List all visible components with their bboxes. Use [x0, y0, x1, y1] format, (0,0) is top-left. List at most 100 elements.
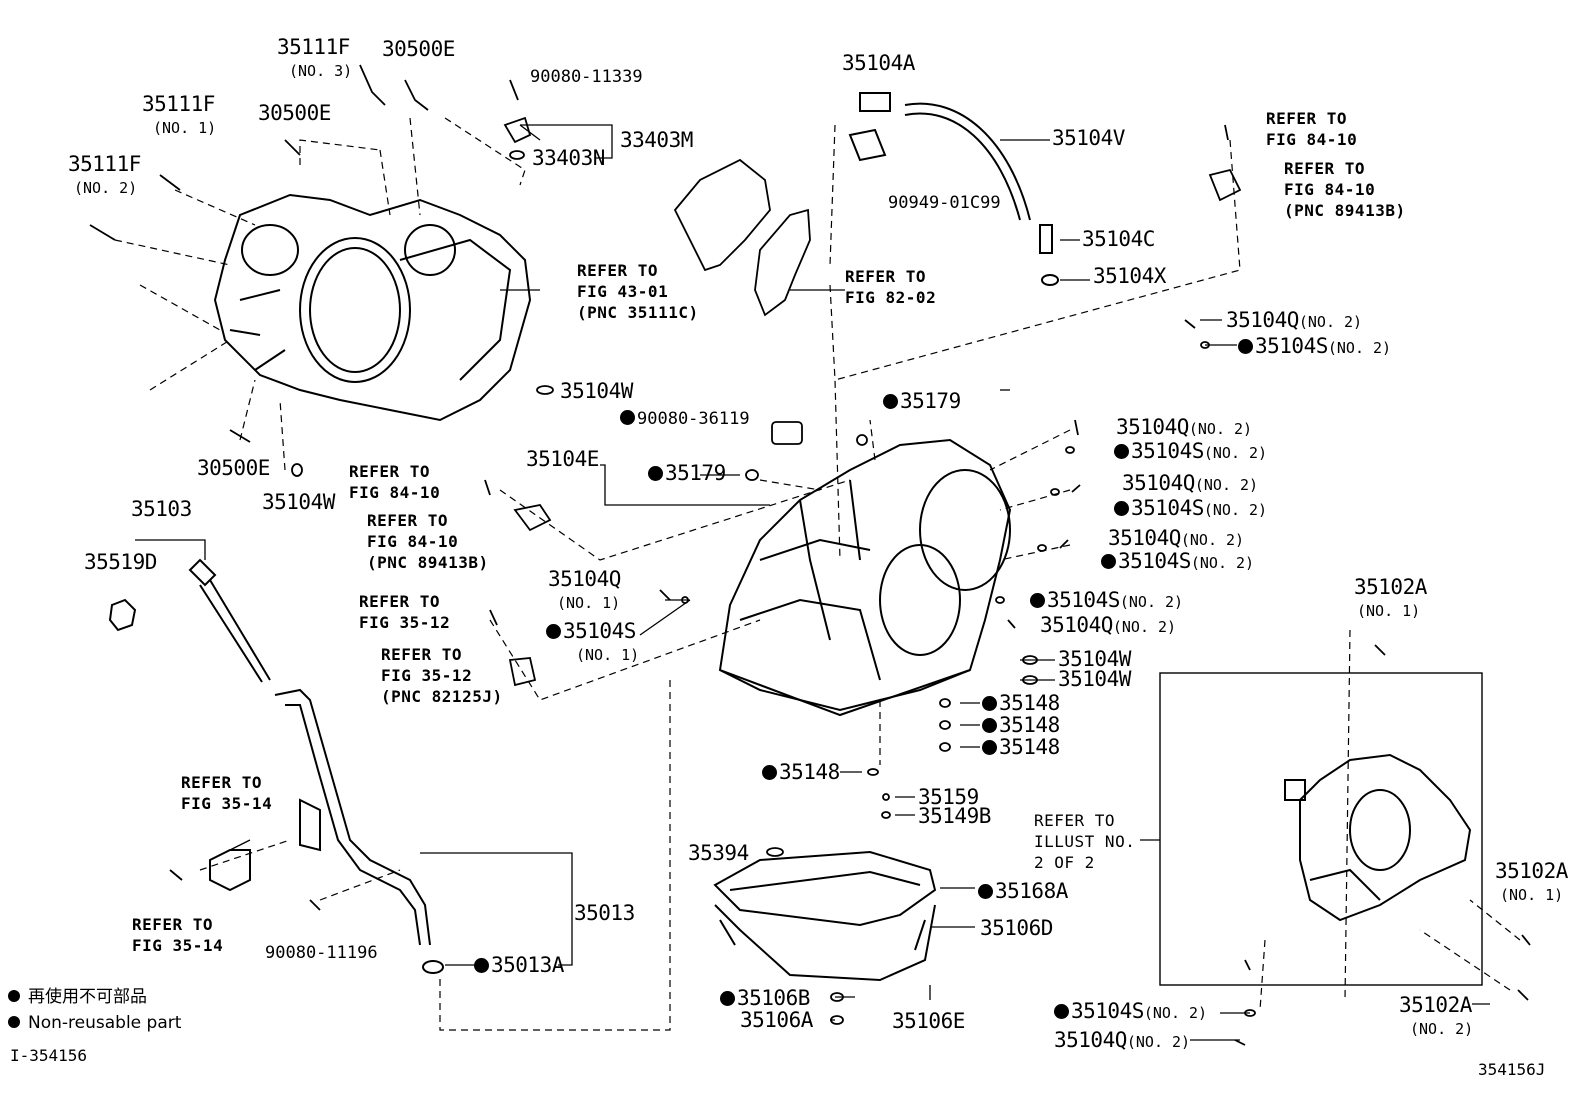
part-90080-36119: 90080-36119 — [620, 408, 750, 430]
part-number: 35104Q — [1040, 613, 1113, 637]
part-35104S-r5: 35104S(NO. 2) — [1030, 589, 1183, 613]
legend-row-english: Non-reusable part — [8, 1010, 181, 1036]
part-number: 90080-36119 — [637, 409, 750, 429]
part-90949-01C99: 90949-01C99 — [888, 193, 1001, 213]
part-35103: 35103 — [131, 497, 192, 521]
part-35148-a: 35148 — [982, 692, 1060, 714]
dipstick-assembly — [108, 558, 444, 974]
non-reusable-dot-icon — [1238, 339, 1253, 354]
part-35102A-no1-right-note: (NO. 1) — [1500, 886, 1564, 904]
part-number: 35148 — [999, 691, 1060, 715]
illustration-box — [1159, 672, 1483, 986]
part-number: 35179 — [900, 389, 961, 413]
transaxle-case — [718, 438, 1012, 717]
part-35168A: 35168A — [978, 880, 1068, 902]
part-note: (NO. 2) — [1143, 1004, 1208, 1022]
brackets — [673, 158, 811, 317]
part-note: (NO. 2) — [1190, 554, 1255, 572]
part-35111F-no1-note: (NO. 1) — [153, 119, 217, 137]
part-35104W-a: 35104W — [560, 379, 633, 403]
part-35159: 35159 — [918, 785, 979, 809]
part-35111F-no3: 35111F — [277, 35, 350, 59]
part-35104S-r4: 35104S(NO. 2) — [1101, 550, 1254, 574]
part-35104Q-bottom: 35104Q(NO. 2) — [1054, 1029, 1190, 1053]
part-number: 35104S — [563, 619, 636, 643]
part-30500E-top: 30500E — [382, 37, 455, 61]
part-33403N: 33403N — [532, 146, 605, 170]
part-35111F-no2-note: (NO. 2) — [74, 179, 138, 197]
refer-fig-35-14-b: REFER TO FIG 35-14 — [132, 915, 224, 955]
part-number: 35104Q — [1108, 526, 1181, 550]
part-number: 35013A — [491, 953, 564, 977]
part-35148-c: 35148 — [982, 736, 1060, 758]
refer-fig-84-10-b: REFER TO FIG 84-10 (PNC 89413B) — [1284, 159, 1406, 220]
non-reusable-dot-icon — [648, 466, 663, 481]
illustration-code-left: I-354156 — [10, 1046, 88, 1065]
refer-illust-2-of-2: REFER TO ILLUST NO. 2 OF 2 — [1034, 811, 1136, 872]
refer-fig-84-10-d: REFER TO FIG 84-10 (PNC 89413B) — [367, 511, 489, 572]
part-35104Q-no1-note: (NO. 1) — [557, 594, 621, 612]
part-35111F-no1: 35111F — [142, 92, 215, 116]
part-35013: 35013 — [574, 901, 635, 925]
part-35106D: 35106D — [980, 916, 1053, 940]
non-reusable-dot-icon — [8, 990, 20, 1002]
part-35104V: 35104V — [1052, 126, 1125, 150]
part-35102A-no2: 35102A — [1399, 993, 1472, 1017]
part-35104E: 35104E — [526, 447, 599, 471]
part-35149B: 35149B — [918, 804, 991, 828]
part-35106B: 35106B — [720, 987, 810, 1009]
part-number: 35104S — [1131, 496, 1204, 520]
part-35179-a: 35179 — [883, 390, 961, 412]
oil-pan — [713, 850, 937, 982]
part-35104S-r2: 35104S(NO. 2) — [1114, 440, 1267, 464]
non-reusable-dot-icon — [1114, 501, 1129, 516]
part-number: 35104S — [1071, 999, 1144, 1023]
non-reusable-dot-icon — [1101, 554, 1116, 569]
part-number: 35104S — [1047, 588, 1120, 612]
part-35102A-no2-note: (NO. 2) — [1410, 1020, 1474, 1038]
illustration-code-right: 354156J — [1478, 1060, 1546, 1079]
bolts — [89, 64, 1531, 1046]
non-reusable-dot-icon — [762, 765, 777, 780]
part-35179-b: 35179 — [648, 462, 726, 484]
part-number: 35148 — [999, 735, 1060, 759]
legend-japanese-text: 再使用不可部品 — [28, 987, 147, 1007]
part-note: (NO. 2) — [1298, 313, 1363, 331]
part-35104Q-r4: 35104Q(NO. 2) — [1108, 527, 1244, 551]
part-number: 35148 — [779, 760, 840, 784]
part-35102A-no1-right: 35102A — [1495, 859, 1568, 883]
part-35104W-d: 35104W — [1058, 667, 1131, 691]
part-note: (NO. 2) — [1188, 420, 1253, 438]
part-note: (NO. 2) — [1194, 476, 1259, 494]
part-35104W-c: 35104W — [1058, 647, 1131, 671]
part-number: 35104S — [1131, 439, 1204, 463]
part-35104Q-r1: 35104Q(NO. 2) — [1226, 309, 1362, 333]
part-35148-d: 35148 — [762, 761, 840, 783]
part-35102A-no1-top-note: (NO. 1) — [1357, 602, 1421, 620]
non-reusable-dot-icon — [1030, 593, 1045, 608]
transmission-housing — [213, 193, 532, 422]
part-30500E-bot: 30500E — [197, 456, 270, 480]
non-reusable-dot-icon — [1114, 444, 1129, 459]
refer-fig-84-10-a: REFER TO FIG 84-10 — [1266, 109, 1358, 149]
part-number: 35179 — [665, 461, 726, 485]
legend-row-japanese: 再使用不可部品 — [8, 984, 181, 1010]
part-35104X: 35104X — [1093, 264, 1166, 288]
refer-fig-35-14-a: REFER TO FIG 35-14 — [181, 773, 273, 813]
non-reusable-dot-icon — [978, 884, 993, 899]
part-35013A: 35013A — [474, 954, 564, 976]
refer-fig-43-01: REFER TO FIG 43-01 (PNC 35111C) — [577, 261, 699, 322]
part-35104S-r1: 35104S(NO. 2) — [1238, 335, 1391, 359]
part-number: 35148 — [999, 713, 1060, 737]
refer-fig-35-12-b: REFER TO FIG 35-12 (PNC 82125J) — [381, 645, 503, 706]
part-note: (NO. 2) — [1112, 618, 1177, 636]
part-35106E: 35106E — [892, 1009, 965, 1033]
part-35104S-no1: 35104S — [546, 620, 636, 642]
part-number: 35106B — [737, 986, 810, 1010]
part-note: (NO. 2) — [1119, 593, 1184, 611]
legend: 再使用不可部品 Non-reusable part — [8, 984, 181, 1036]
refer-fig-35-12-a: REFER TO FIG 35-12 — [359, 592, 451, 632]
part-number: 35104S — [1255, 334, 1328, 358]
non-reusable-dot-icon — [982, 696, 997, 711]
part-35394: 35394 — [688, 841, 749, 865]
